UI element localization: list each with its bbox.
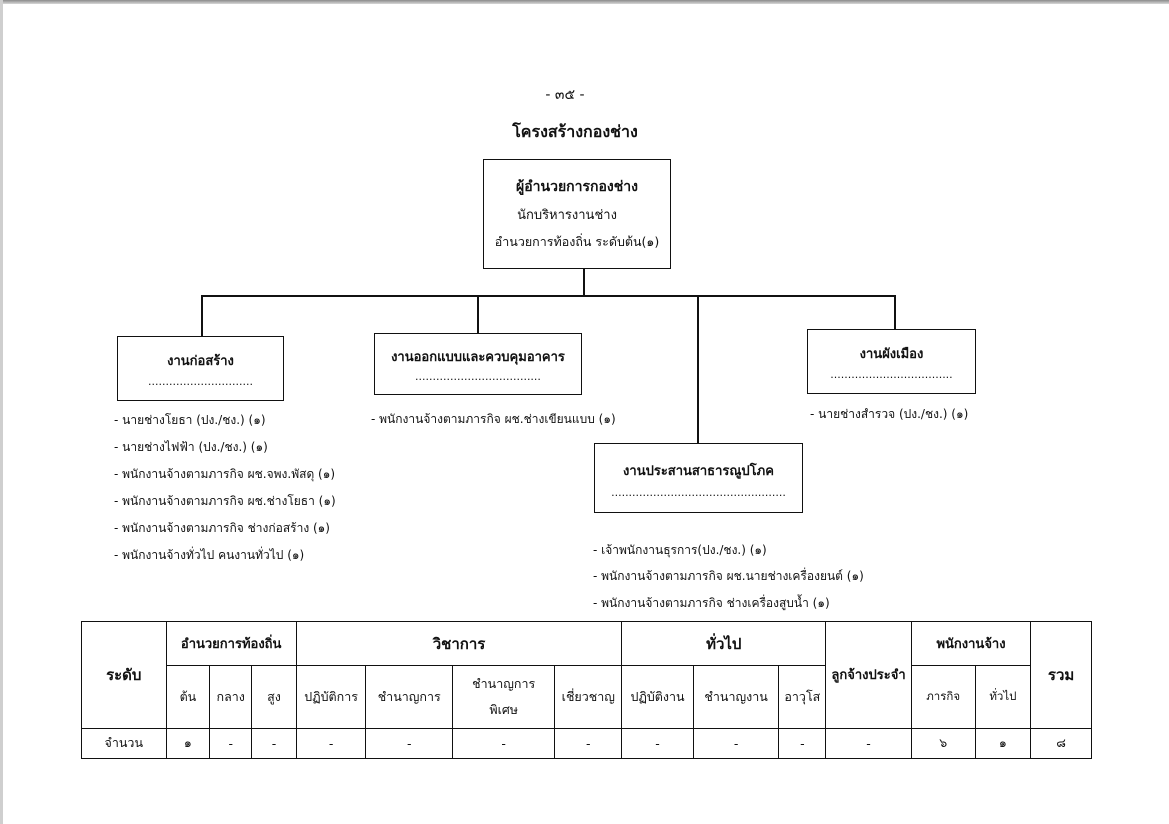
list-item: - พนักงานจ้างตามภารกิจ ช่างเครื่องสูบน้ำ… [593, 596, 830, 610]
unit-design-dots: .................................... [415, 370, 541, 383]
sub-admin-klang: กลาง [209, 665, 253, 729]
connector-utilities [697, 295, 699, 443]
unit-utilities-box: งานประสานสาธารณูปโภค ...................… [594, 443, 803, 513]
list-item: - พนักงานจ้างทั่วไป คนงานทั่วไป (๑) [114, 548, 305, 562]
list-item: - นายช่างโยธา (ปง./ชง.) (๑) [114, 413, 266, 427]
table-cell: - [365, 727, 453, 760]
list-item: - พนักงานจ้างตามภารกิจ ผช.จพง.พัสดุ (๑) [114, 467, 336, 481]
scan-left-edge [0, 0, 3, 824]
header-employee: พนักงานจ้าง [910, 620, 1032, 667]
unit-construction-box: งานก่อสร้าง ............................… [117, 336, 284, 401]
table-cell: ๖ [910, 727, 976, 760]
list-item: - พนักงานจ้างตามภารกิจ ผช.นายช่างเครื่อง… [593, 569, 864, 583]
list-item: - นายช่างไฟฟ้า (ปง./ชง.) (๑) [114, 440, 268, 454]
staffing-table: ระดับ อำนวยการท้องถิ่น วิชาการ ทั่วไป ลู… [81, 620, 1092, 760]
director-title: ผู้อำนวยการกองช่าง [516, 179, 638, 195]
director-box: ผู้อำนวยการกองช่าง นักบริหารงานช่าง อำนว… [483, 159, 671, 269]
sub-acad-3-line2: พิเศษ [489, 702, 519, 718]
table-cell: - [251, 727, 297, 760]
director-line3: อำนวยการท้องถิ่น ระดับต้น(๑) [494, 234, 660, 249]
connector-trunk [583, 269, 585, 296]
unit-planning-dots: ................................... [830, 368, 953, 381]
list-item: - พนักงานจ้างตามภารกิจ ผช.ช่างโยธา (๑) [114, 494, 336, 508]
header-level: ระดับ [81, 621, 167, 729]
connector-horizontal [201, 295, 896, 297]
unit-design-name: งานออกแบบและควบคุมอาคาร [391, 350, 565, 365]
table-cell: - [692, 727, 780, 760]
table-cell: ๘ [1030, 727, 1092, 760]
connector-design [477, 295, 479, 333]
design-staff-list: - พนักงานจ้างตามภารกิจ ผช.ช่างเขียนแบบ (… [371, 410, 631, 430]
connector-construction [201, 295, 203, 336]
table-cell: - [451, 727, 556, 760]
page-number: - ๓๕ - [545, 87, 585, 103]
sub-acad-1: ปฏิบัติการ [295, 665, 367, 729]
row-label: จำนวน [81, 727, 167, 760]
header-general: ทั่วไป [621, 620, 827, 667]
sub-gen-2: ชำนาญงาน [692, 665, 780, 729]
header-total: รวม [1030, 621, 1092, 729]
header-permanent: ลูกจ้างประจำ [825, 621, 912, 729]
list-item: - พนักงานจ้างตามภารกิจ ผช.ช่างเขียนแบบ (… [371, 412, 616, 426]
connector-planning [894, 295, 896, 329]
sub-admin-ton: ต้น [165, 665, 211, 729]
table-cell: ๑ [974, 727, 1032, 760]
sub-emp-2: ทั่วไป [974, 665, 1032, 729]
list-item: - พนักงานจ้างตามภารกิจ ช่างก่อสร้าง (๑) [114, 521, 330, 535]
table-cell: - [209, 727, 253, 760]
header-academic: วิชาการ [295, 620, 623, 667]
sub-acad-4: เชี่ยวชาญ [554, 665, 623, 729]
sub-gen-1: ปฏิบัติงาน [621, 665, 694, 729]
unit-construction-name: งานก่อสร้าง [167, 354, 234, 369]
table-cell: - [621, 727, 694, 760]
utilities-staff-list: - เจ้าพนักงานธุรการ(ปง./ชง.) (๑) - พนักง… [593, 541, 893, 616]
header-local-admin: อำนวยการท้องถิ่น [165, 620, 297, 667]
list-item: - เจ้าพนักงานธุรการ(ปง./ชง.) (๑) [593, 543, 767, 557]
scan-top-edge [0, 0, 1169, 4]
sub-acad-3-line1: ชำนาญการ [472, 676, 536, 692]
table-cell: - [825, 727, 912, 760]
construction-staff-list: - นายช่างโยธา (ปง./ชง.) (๑) - นายช่างไฟฟ… [114, 411, 374, 562]
table-cell: - [295, 727, 367, 760]
sub-acad-3: ชำนาญการ พิเศษ [451, 665, 556, 729]
unit-design-box: งานออกแบบและควบคุมอาคาร ................… [374, 333, 582, 395]
unit-planning-box: งานผังเมือง ............................… [807, 329, 976, 394]
list-item: - นายช่างสำรวจ (ปง./ชง.) (๑) [810, 407, 969, 421]
sub-gen-3: อาวุโส [778, 665, 827, 729]
table-cell: - [554, 727, 623, 760]
sub-admin-sung: สูง [251, 665, 297, 729]
page-title: โครงสร้างกองช่าง [512, 122, 638, 141]
unit-planning-name: งานผังเมือง [859, 347, 924, 362]
unit-utilities-name: งานประสานสาธารณูปโภค [623, 464, 774, 479]
director-line2: นักบริหารงานช่าง [517, 208, 617, 223]
sub-emp-1: ภารกิจ [910, 665, 976, 729]
table-cell: ๑ [165, 727, 211, 760]
unit-construction-dots: .............................. [148, 375, 253, 388]
unit-utilities-dots: ........................................… [611, 486, 786, 499]
sub-acad-2: ชำนาญการ [365, 665, 453, 729]
table-cell: - [778, 727, 827, 760]
planning-staff-list: - นายช่างสำรวจ (ปง./ชง.) (๑) [810, 405, 1010, 425]
